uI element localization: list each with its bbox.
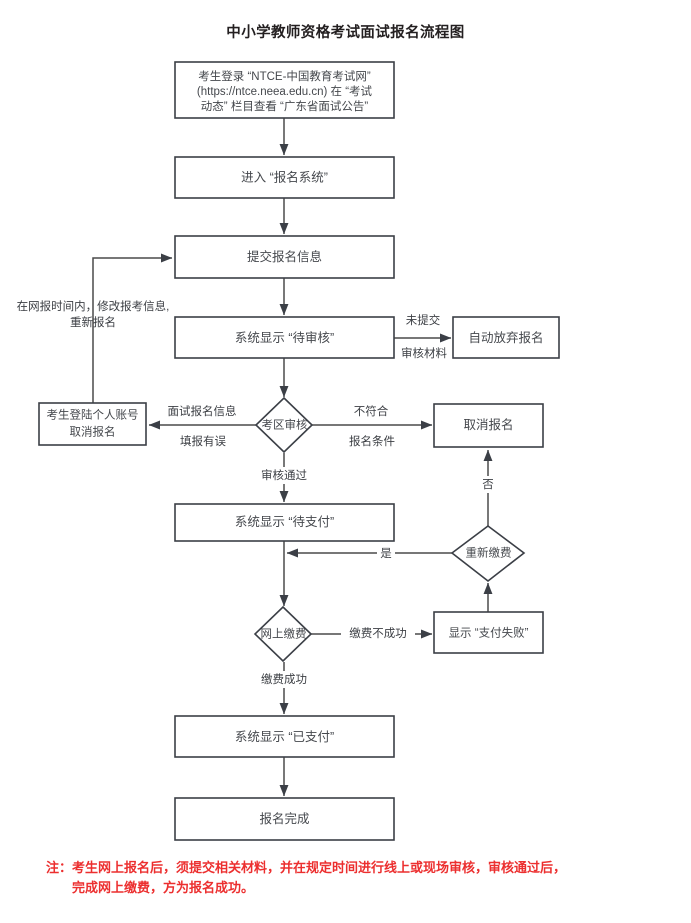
node-cancel-self[interactable]: 考生登陆个人账号 取消报名: [38, 402, 147, 446]
edge-label-info-error: 面试报名信息 填报有误: [161, 403, 243, 450]
edge-label-repay-yes: 是: [377, 545, 395, 562]
node-enter-system-label: 进入 “报名系统”: [241, 169, 328, 184]
edge-label-not-qualified: 不符合 报名条件: [343, 403, 401, 450]
edge-label-info-error-bg-1: [161, 403, 243, 420]
edge-label-review-passed-bg: [255, 467, 313, 484]
node-cancel-self-shape: [38, 402, 147, 446]
node-auto-abandon-shape: [452, 316, 560, 359]
node-pending-review[interactable]: 系统显示 “待审核”: [174, 316, 395, 359]
node-registration-done[interactable]: 报名完成: [174, 797, 395, 841]
edge-label-payment-unsuccessful: 缴费不成功: [341, 625, 415, 642]
edge-label-repay-yes-bg: [377, 545, 395, 562]
node-login-line-2: (https://ntce.neea.edu.cn) 在 “考试: [197, 85, 373, 98]
node-cancel-self-line-1: 考生登陆个人账号: [47, 408, 139, 422]
node-enter-system-shape: [174, 156, 395, 199]
node-online-payment[interactable]: 网上缴费: [253, 605, 313, 663]
edge-label-not-submitted-bg-1: [398, 312, 450, 329]
node-cancel-self-line-2: 取消报名: [70, 425, 116, 439]
node-paid-shape: [174, 715, 395, 758]
edge-label-not-submitted: 未提交 审核材料: [396, 312, 452, 362]
edge-label-payment-successful: 缴费成功: [255, 671, 313, 688]
footer-note: 注：考生网上报名后，须提交相关材料，并在规定时间进行线上或现场审核，审核通过后，…: [46, 858, 646, 898]
node-registration-done-shape: [174, 797, 395, 841]
edge-label-info-error-line-1: 面试报名信息: [168, 404, 237, 418]
edge-label-review-passed-text: 审核通过: [261, 468, 307, 482]
node-cancel-registration[interactable]: 取消报名: [433, 403, 544, 448]
node-payment-failed[interactable]: 显示 “支付失败”: [433, 611, 544, 654]
node-submit-info-label: 提交报名信息: [247, 249, 322, 264]
edge-label-repay-no-bg: [479, 476, 497, 493]
edge-label-not-qualified-bg-1: [349, 403, 393, 420]
edge-label-repay-yes-text: 是: [380, 547, 392, 560]
node-login-line-3: 动态” 栏目查看 “广东省面试公告”: [201, 99, 369, 113]
edge-label-payment-unsuccessful-bg: [341, 625, 415, 642]
node-submit-info-shape: [174, 235, 395, 279]
edge-label-relogin-modify-line-1: 在网报时间内，修改报考信息,: [17, 299, 170, 313]
node-online-payment-label: 网上缴费: [261, 627, 307, 641]
node-auto-abandon[interactable]: 自动放弃报名: [452, 316, 560, 359]
node-login-shape: [174, 61, 395, 119]
edge-label-payment-successful-text: 缴费成功: [261, 672, 307, 686]
edge-label-not-submitted-line-1: 未提交: [406, 313, 441, 327]
node-paid-label: 系统显示 “已支付”: [235, 730, 334, 744]
node-repay[interactable]: 重新缴费: [450, 525, 526, 583]
edge-label-relogin-modify-line-2: 重新报名: [70, 315, 116, 329]
node-login[interactable]: 考生登录 “NTCE-中国教育考试网” (https://ntce.neea.e…: [174, 61, 395, 119]
node-paid[interactable]: 系统显示 “已支付”: [174, 715, 395, 758]
edge-label-payment-successful-bg: [255, 671, 313, 688]
node-repay-shape: [450, 525, 526, 583]
node-repay-label: 重新缴费: [466, 546, 512, 560]
edge-label-payment-unsuccessful-text: 缴费不成功: [349, 626, 407, 640]
node-online-payment-shape: [253, 605, 313, 663]
edge-cancel-self-to-submit-loop: [92, 253, 173, 403]
node-district-review-shape: [254, 396, 314, 454]
page-title: 中小学教师资格考试面试报名流程图: [226, 25, 465, 41]
edge-label-not-qualified-bg-2: [343, 433, 401, 450]
edge-label-info-error-line-2: 填报有误: [180, 434, 226, 448]
edge-label-not-submitted-bg-2: [396, 345, 452, 362]
node-payment-failed-shape: [433, 611, 544, 654]
node-auto-abandon-label: 自动放弃报名: [468, 330, 543, 345]
edge-label-not-submitted-line-2: 审核材料: [401, 346, 447, 360]
node-submit-info[interactable]: 提交报名信息: [174, 235, 395, 279]
edge-label-info-error-bg-2: [173, 433, 233, 450]
edge-label-repay-no: 否: [479, 476, 497, 493]
node-registration-done-label: 报名完成: [259, 811, 309, 826]
node-cancel-registration-label: 取消报名: [463, 417, 513, 432]
node-enter-system[interactable]: 进入 “报名系统”: [174, 156, 395, 199]
edge-label-relogin-modify: 在网报时间内，修改报考信息, 重新报名: [17, 299, 170, 329]
node-cancel-registration-shape: [433, 403, 544, 448]
node-pending-payment-label: 系统显示 “待支付”: [235, 515, 334, 529]
footer-note-line-2: 完成网上缴费，方为报名成功。: [72, 880, 255, 896]
edge-label-review-passed: 审核通过: [255, 467, 313, 484]
edge-label-repay-no-text: 否: [482, 479, 494, 491]
node-login-line-1: 考生登录 “NTCE-中国教育考试网”: [198, 69, 371, 83]
footer-note-line-1: 注：考生网上报名后，须提交相关材料，并在规定时间进行线上或现场审核，审核通过后，: [46, 860, 567, 875]
edge-label-not-qualified-line-1: 不符合: [354, 404, 389, 418]
node-pending-payment-shape: [174, 503, 395, 542]
node-district-review-label: 考区审核: [262, 418, 308, 432]
node-district-review[interactable]: 考区审核: [254, 396, 314, 454]
node-payment-failed-label: 显示 “支付失败”: [449, 626, 529, 640]
node-pending-payment[interactable]: 系统显示 “待支付”: [174, 503, 395, 542]
node-pending-review-label: 系统显示 “待审核”: [235, 330, 334, 345]
node-pending-review-shape: [174, 316, 395, 359]
edge-label-not-qualified-line-2: 报名条件: [349, 434, 395, 448]
